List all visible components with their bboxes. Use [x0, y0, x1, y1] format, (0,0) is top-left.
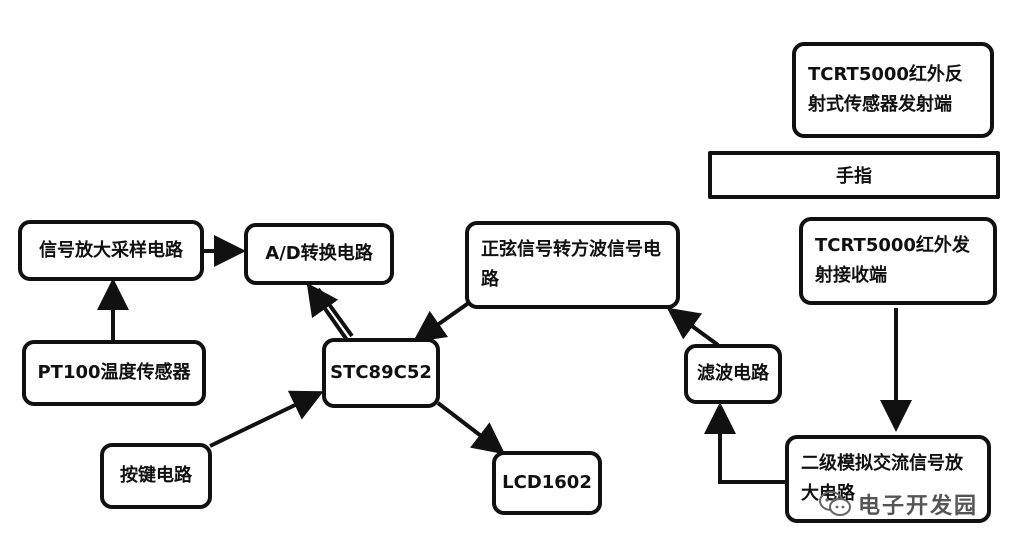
signal-amp-sampling-label: 信号放大采样电路 [39, 239, 183, 261]
finger-bar: 手指 [708, 151, 1000, 199]
arrow-mcu-to-ad-a [306, 282, 349, 342]
sine-to-square-label: 正弦信号转方波信号电路 [481, 239, 661, 290]
mcu-box: STC89C52 [322, 338, 440, 408]
arrow-filter-to-sine [666, 307, 720, 347]
ad-converter-box: A/D转换电路 [244, 223, 394, 285]
mcu-label: STC89C52 [330, 362, 432, 383]
tcrt-transmitter-box: TCRT5000红外反射式传感器发射端 [792, 42, 994, 138]
tcrt-transmitter-label: TCRT5000红外反射式传感器发射端 [808, 64, 963, 115]
arrow-mcu-to-lcd [436, 401, 506, 455]
arrow-amp2-to-filter [704, 402, 785, 484]
tcrt-receiver-box: TCRT5000红外发射接收端 [799, 217, 997, 305]
key-circuit-box: 按键电路 [100, 443, 212, 509]
lcd-label: LCD1602 [502, 472, 592, 493]
lcd-box: LCD1602 [492, 451, 602, 515]
watermark-text: 电子开发园 [858, 494, 979, 519]
filter-circuit-box: 滤波电路 [684, 344, 782, 404]
arrow-ad-to-mcu-b [316, 287, 354, 338]
pt100-sensor-box: PT100温度传感器 [22, 340, 206, 406]
tcrt-receiver-label: TCRT5000红外发射接收端 [815, 235, 970, 286]
signal-amp-sampling-box: 信号放大采样电路 [18, 220, 204, 281]
key-circuit-label: 按键电路 [120, 465, 192, 486]
wechat-icon [819, 491, 851, 516]
sine-to-square-box: 正弦信号转方波信号电路 [465, 221, 680, 309]
filter-circuit-label: 滤波电路 [697, 363, 769, 384]
watermark: 电子开发园 [818, 488, 978, 520]
pt100-sensor-label: PT100温度传感器 [37, 362, 191, 383]
ad-converter-label: A/D转换电路 [265, 243, 373, 264]
arrow-key-to-mcu [209, 390, 324, 448]
arrow-sine-to-mcu [412, 300, 472, 343]
finger-label: 手指 [836, 166, 872, 187]
